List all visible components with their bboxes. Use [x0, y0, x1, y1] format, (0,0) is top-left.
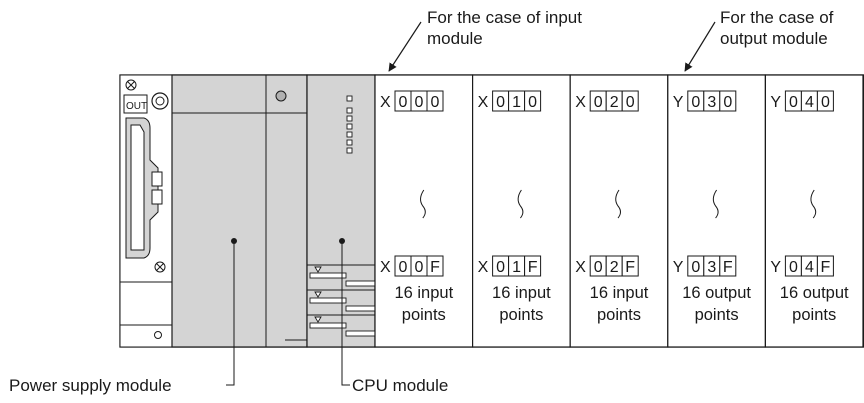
last-address-prefix: X: [478, 259, 489, 276]
power-supply-label: Power supply module: [9, 376, 172, 395]
range-continuation-mark: [712, 189, 719, 219]
io-module-body: [472, 74, 571, 348]
last-address-digit: 1: [512, 259, 521, 276]
power-supply-module: [171, 74, 308, 348]
last-address-digit-box: [621, 255, 639, 277]
last-address-digit: 3: [707, 259, 716, 276]
points-count-label: 16 input: [590, 284, 649, 302]
first-address-digit: 2: [610, 94, 619, 111]
last-address-digit-box: [524, 255, 542, 277]
first-address-digit-box: [426, 90, 444, 112]
last-address-digit: 4: [805, 259, 814, 276]
first-address-digit: 1: [512, 94, 521, 111]
first-address-digit-box: [816, 90, 834, 112]
input-case-callout-line2: module: [427, 29, 483, 48]
first-address-digit: 0: [496, 94, 505, 111]
output-case-callout-line1: For the case of: [720, 8, 834, 27]
io-module-body: [667, 74, 766, 348]
io-module-body: [764, 74, 864, 348]
points-count-label: 16 output: [780, 284, 849, 302]
first-address-digit: 0: [528, 94, 537, 111]
cpu-label: CPU module: [352, 376, 448, 395]
last-address-digit-box: [816, 255, 834, 277]
last-address-digit: 0: [399, 259, 408, 276]
first-address-digit-box: [524, 90, 542, 112]
first-address-digit: 0: [431, 94, 440, 111]
first-address-digit: 0: [626, 94, 635, 111]
first-address-digit: 0: [723, 94, 732, 111]
io-module-body: [569, 74, 669, 348]
first-address-digit: 0: [594, 94, 603, 111]
last-address-digit: F: [821, 259, 831, 276]
mounting-hole-icon: [154, 331, 162, 339]
first-address-prefix: X: [478, 94, 489, 111]
first-address-digit-box: [719, 90, 737, 112]
range-continuation-mark: [615, 189, 621, 219]
io-module-body: [374, 74, 474, 348]
points-count-label: 16 output: [682, 284, 751, 302]
cpu-connector-ports: [307, 264, 376, 337]
first-address-digit: 0: [821, 94, 830, 111]
last-address-digit: F: [528, 259, 538, 276]
power-supply-leader-line: [226, 241, 235, 386]
range-continuation-mark: [810, 189, 817, 219]
output-callout-arrow: [684, 21, 716, 72]
cpu-status-leds: [346, 95, 353, 154]
first-address-digit: 0: [691, 94, 700, 111]
last-address-prefix: Y: [673, 259, 684, 276]
power-led-icon: [275, 90, 287, 102]
last-address-digit: F: [625, 259, 635, 276]
first-address-prefix: X: [575, 94, 586, 111]
points-count-label: 16 input: [394, 284, 453, 302]
first-address-prefix: Y: [673, 94, 684, 111]
points-unit-label: points: [597, 306, 641, 324]
first-address-digit: 0: [399, 94, 408, 111]
first-address-digit-box: [621, 90, 639, 112]
input-case-callout-line1: For the case of input: [427, 8, 582, 27]
first-address-digit: 0: [789, 94, 798, 111]
last-address-digit: 2: [610, 259, 619, 276]
out-connector-label-box: [123, 94, 148, 114]
input-callout-arrow: [388, 21, 422, 72]
last-address-digit: 0: [789, 259, 798, 276]
points-unit-label: points: [402, 306, 446, 324]
out-marking: OUT: [126, 101, 147, 112]
last-address-digit: 0: [415, 259, 424, 276]
first-address-digit: 4: [805, 94, 814, 111]
last-address-digit: 0: [594, 259, 603, 276]
base-left-section: OUT: [119, 74, 173, 348]
output-case-callout-line2: output module: [720, 29, 828, 48]
last-address-digit: 0: [691, 259, 700, 276]
last-address-digit: F: [723, 259, 733, 276]
last-address-prefix: X: [575, 259, 586, 276]
first-address-prefix: Y: [770, 94, 781, 111]
last-address-digit: 0: [496, 259, 505, 276]
points-count-label: 16 input: [492, 284, 551, 302]
cpu-leader-line: [341, 241, 350, 386]
first-address-digit: 0: [415, 94, 424, 111]
last-address-digit: F: [430, 259, 440, 276]
last-address-digit-box: [426, 255, 444, 277]
last-address-prefix: Y: [770, 259, 781, 276]
points-unit-label: points: [695, 306, 739, 324]
last-address-digit-box: [719, 255, 737, 277]
first-address-prefix: X: [380, 94, 391, 111]
last-address-prefix: X: [380, 259, 391, 276]
range-continuation-mark: [420, 189, 426, 219]
points-unit-label: points: [792, 306, 836, 324]
range-continuation-mark: [517, 189, 524, 219]
cpu-module: [306, 74, 376, 348]
points-unit-label: points: [499, 306, 543, 324]
first-address-digit: 3: [707, 94, 716, 111]
